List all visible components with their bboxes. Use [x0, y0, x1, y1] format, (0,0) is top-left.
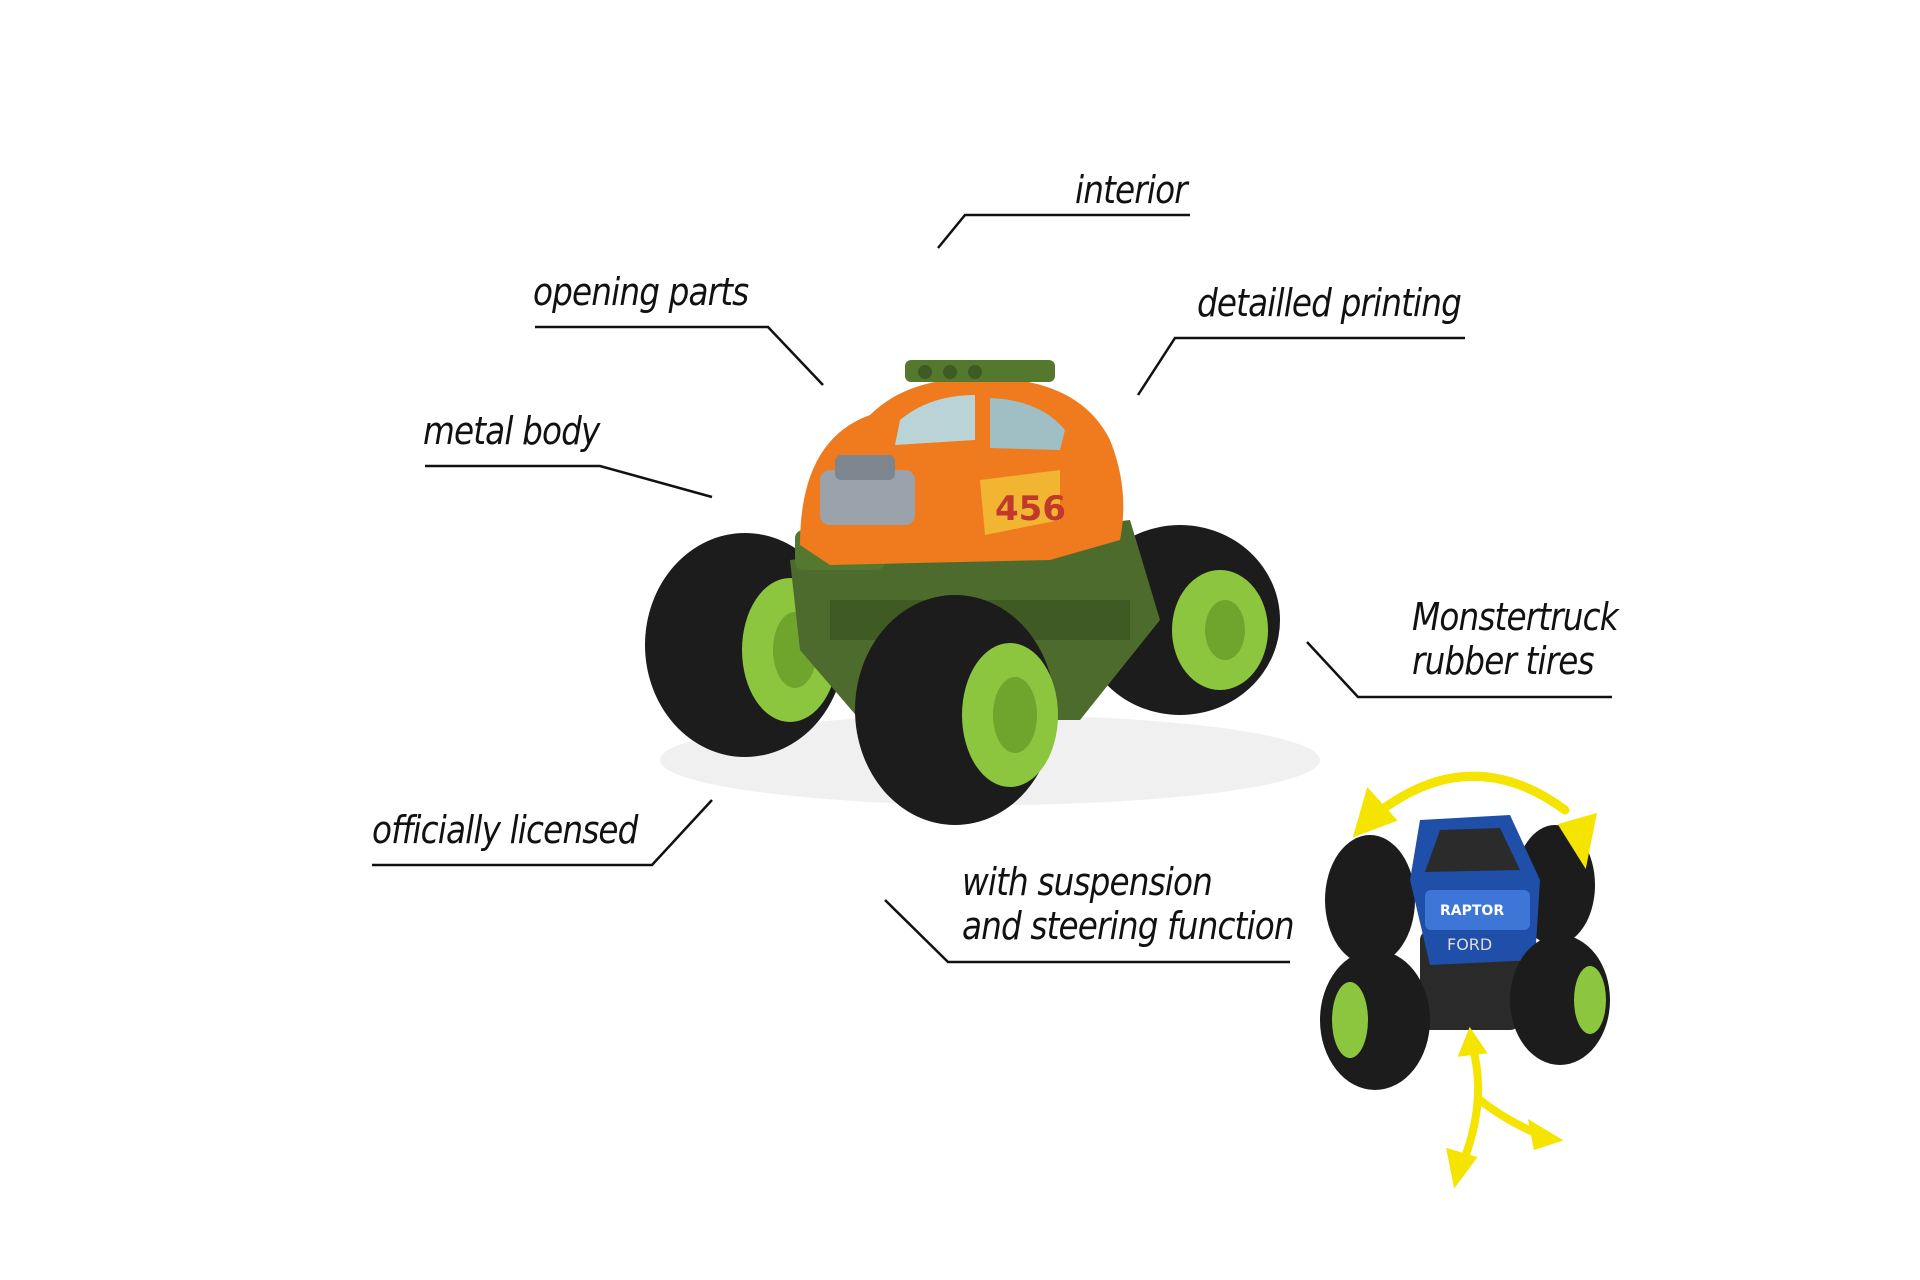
label-detailed-printing: detailled printing [1197, 281, 1462, 325]
leader-line-suspension [884, 899, 1290, 964]
leader-line-licensed [372, 799, 713, 867]
monster-truck-orange-icon: 456 [645, 360, 1320, 825]
leader-line-interior [937, 213, 1190, 249]
car-body: 456 [800, 360, 1124, 565]
truck-logo: FORD [1447, 935, 1492, 954]
steering-arrow-icon [1352, 771, 1597, 869]
small-tire-front-left [1320, 950, 1430, 1090]
label-opening-parts: opening parts [533, 270, 749, 314]
leader-line-detailed-printing [1136, 336, 1465, 396]
label-metal-body: metal body [423, 409, 600, 453]
label-suspension: with suspension and steering function [962, 860, 1295, 948]
suspension-arrow-icon [1446, 1026, 1564, 1189]
small-tire-front-right [1510, 935, 1610, 1065]
tire-front-left [855, 595, 1058, 825]
truck-badge: RAPTOR [1440, 903, 1504, 919]
leader-lines [372, 213, 1612, 964]
label-interior: interior [1075, 168, 1188, 212]
leader-line-opening-parts [535, 325, 824, 386]
label-licensed: officially licensed [372, 808, 638, 852]
leader-line-metal-body [425, 464, 713, 499]
race-number: 456 [995, 489, 1066, 529]
leader-line-tires [1306, 641, 1612, 699]
label-tires: Monstertruck rubber tires [1412, 595, 1619, 683]
monster-truck-blue-icon: FORD RAPTOR [1320, 815, 1610, 1090]
